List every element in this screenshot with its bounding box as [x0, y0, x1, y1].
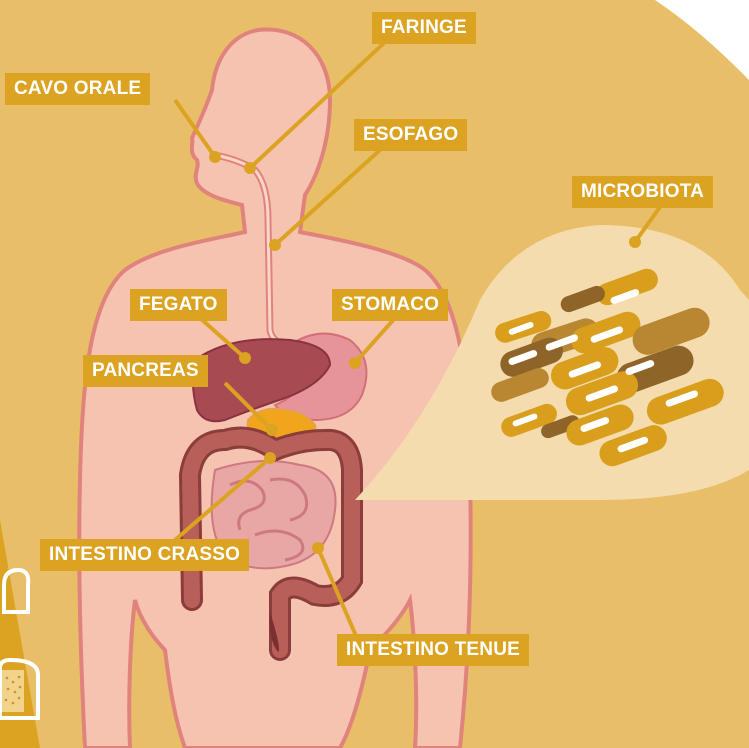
label-fegato: FEGATO	[130, 289, 227, 321]
corner-white-shape	[655, 0, 749, 80]
label-stomaco: STOMACO	[332, 289, 448, 321]
label-pancreas: PANCREAS	[83, 355, 208, 387]
label-intestino-crasso: INTESTINO CRASSO	[40, 539, 249, 571]
label-esofago: ESOFAGO	[354, 119, 467, 151]
label-faringe: FARINGE	[372, 12, 476, 44]
label-microbiota: MICROBIOTA	[572, 176, 713, 208]
label-cavo-orale: CAVO ORALE	[5, 73, 150, 105]
bottom-left-wedge	[0, 520, 40, 748]
label-intestino-tenue: INTESTINO TENUE	[337, 634, 529, 666]
